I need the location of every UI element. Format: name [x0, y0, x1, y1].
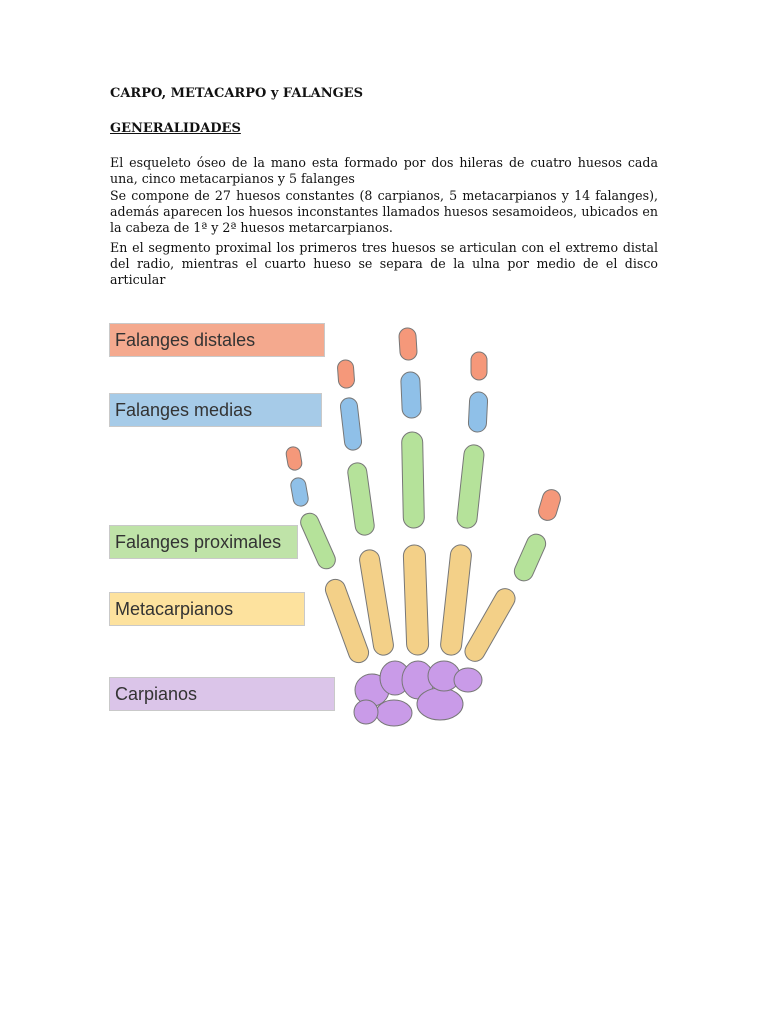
legend-carpals: Carpianos: [109, 677, 335, 711]
distal-phalanx-5: [538, 489, 561, 521]
middle-phalanx-2: [339, 397, 363, 451]
section-heading: GENERALIDADES: [110, 121, 241, 136]
metacarpal-bone-1: [324, 578, 370, 664]
carpal-bone-scaphoid: [375, 699, 413, 727]
carpal-bone-triquetrum: [353, 699, 379, 725]
legend-metacarpals: Metacarpianos: [109, 592, 305, 626]
metacarpal-bone-5: [464, 588, 516, 662]
metacarpal-bone-4: [440, 544, 472, 656]
distal-phalanx-2: [337, 359, 355, 389]
legend-distal-phalanges: Falanges distales: [109, 323, 325, 357]
paragraph-2: Se compone de 27 huesos constantes (8 ca…: [110, 188, 658, 236]
legend-proximal-phalanges: Falanges proximales: [109, 525, 298, 559]
paragraph-1: El esqueleto óseo de la mano esta formad…: [110, 155, 658, 187]
distal-phalanx-3: [398, 327, 418, 361]
distal-phalanx-4: [470, 351, 488, 381]
middle-phalanx-3: [400, 371, 422, 419]
metacarpal-bone-3: [402, 544, 430, 656]
paragraph-3: En el segmento proximal los primeros tre…: [110, 240, 658, 288]
middle-phalanx-1: [290, 477, 309, 507]
middle-phalanx-4: [467, 391, 489, 433]
document-title: CARPO, METACARPO y FALANGES: [110, 86, 363, 101]
distal-phalanx-1: [285, 446, 303, 471]
legend-middle-phalanges: Falanges medias: [109, 393, 322, 427]
proximal-phalanx-2: [347, 462, 375, 536]
proximal-phalanx-4: [456, 444, 485, 529]
proximal-phalanx-3: [401, 431, 425, 529]
metacarpal-bone-2: [359, 549, 394, 656]
carpal-bone-lunate: [416, 687, 464, 721]
proximal-phalanx-1: [300, 512, 336, 570]
proximal-phalanx-5: [513, 533, 547, 582]
hand-skeleton-illustration: [285, 327, 561, 727]
carpal-bone-pisiform: [453, 667, 483, 693]
